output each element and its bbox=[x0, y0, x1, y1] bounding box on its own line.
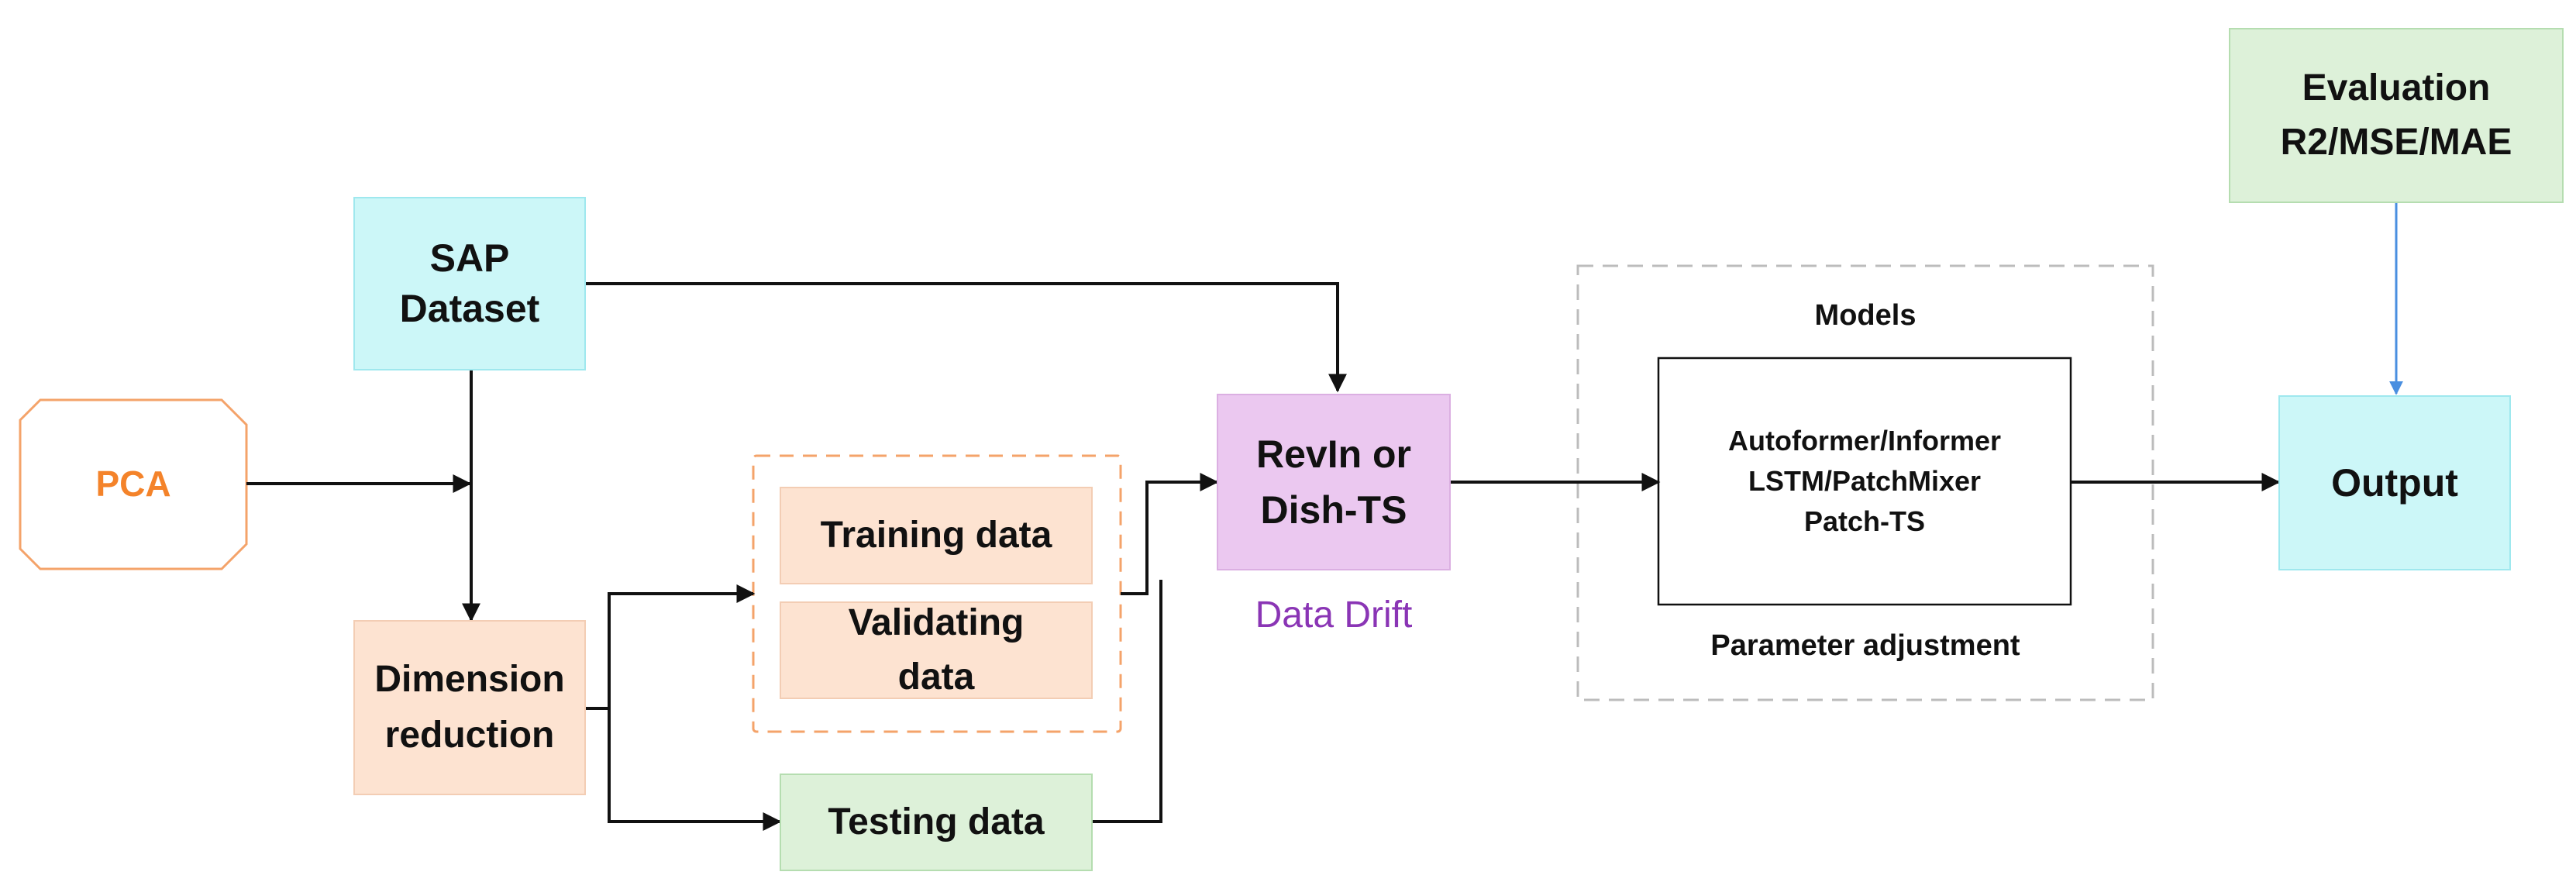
validating-data-node: Validating data bbox=[780, 601, 1093, 699]
dim-to-split-arrow bbox=[586, 584, 756, 710]
eval-label-line2: R2/MSE/MAE bbox=[2280, 122, 2512, 163]
testing-connector bbox=[1093, 580, 1162, 823]
output-label: Output bbox=[2331, 460, 2458, 505]
model-item: Autoformer/Informer bbox=[1727, 424, 2002, 457]
dim-label-line1: Dimension bbox=[374, 659, 565, 700]
testing-label: Testing data bbox=[828, 801, 1045, 842]
training-data-node: Training data bbox=[780, 487, 1093, 584]
parameter-adjustment-label: Parameter adjustment bbox=[1710, 629, 2020, 662]
model-item: LSTM/PatchMixer bbox=[1748, 464, 1982, 497]
data-drift-label: Data Drift bbox=[1255, 594, 1413, 636]
dim-label-line2: reduction bbox=[384, 715, 555, 756]
revin-label-line1: RevIn or bbox=[1255, 432, 1412, 476]
sap-label-line2: Dataset bbox=[399, 287, 540, 330]
testing-data-node: Testing data bbox=[780, 774, 1093, 871]
eval-label-line1: Evaluation bbox=[2302, 67, 2491, 109]
validating-label-line2: data bbox=[897, 656, 975, 698]
models-list: Autoformer/Informer LSTM/PatchMixer Patc… bbox=[1658, 358, 2071, 605]
dimension-reduction-node: Dimension reduction bbox=[353, 620, 586, 795]
models-title: Models bbox=[1814, 299, 1917, 332]
pca-box bbox=[19, 398, 248, 570]
dim-to-testing-arrow bbox=[608, 708, 782, 831]
validating-label-line1: Validating bbox=[848, 602, 1025, 644]
pca-node: PCA bbox=[20, 400, 246, 569]
sap-to-revin-arrow bbox=[586, 282, 1347, 393]
pca-label: PCA bbox=[95, 463, 171, 505]
output-node: Output bbox=[2278, 395, 2511, 570]
revin-label-line2: Dish-TS bbox=[1260, 488, 1407, 532]
model-item: Patch-TS bbox=[1803, 505, 1926, 538]
models-inner-box bbox=[1657, 357, 2072, 606]
sap-label-line1: SAP bbox=[429, 236, 510, 280]
training-label: Training data bbox=[820, 514, 1052, 556]
sap-dataset-node: SAP Dataset bbox=[353, 197, 586, 370]
evaluation-node: Evaluation R2/MSE/MAE bbox=[2229, 28, 2564, 203]
split-to-revin-arrow bbox=[1121, 473, 1219, 595]
revin-dishts-node: RevIn or Dish-TS bbox=[1217, 394, 1451, 570]
